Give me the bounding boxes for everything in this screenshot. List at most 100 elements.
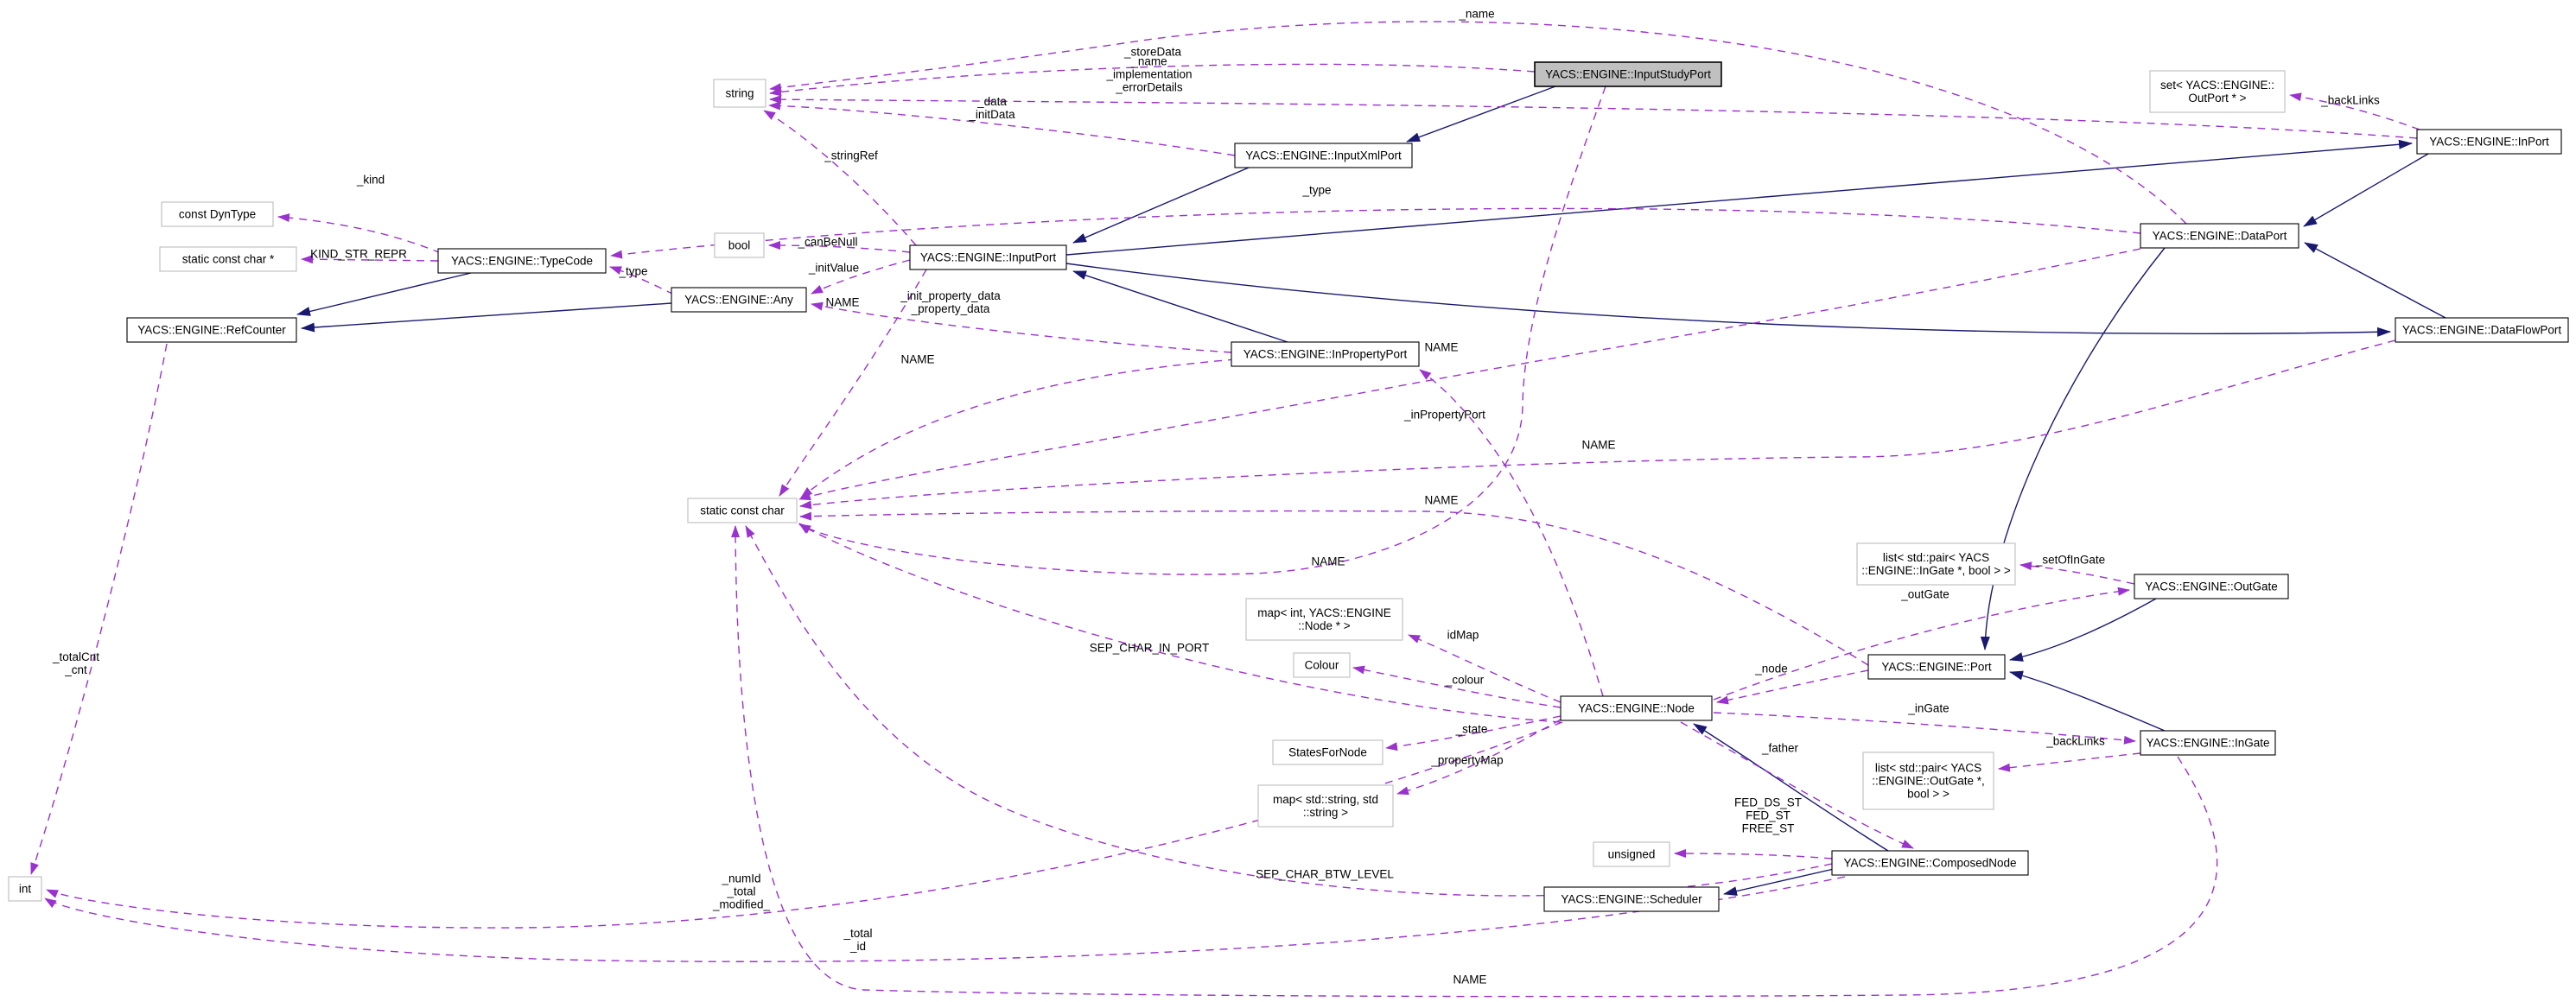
usage-edge-refcounter-cnt-to-int — [30, 343, 168, 875]
class-box-label-any: YACS::ENGINE::Any — [684, 294, 793, 307]
class-box-label-dataflowport: YACS::ENGINE::DataFlowPort — [2402, 324, 2562, 337]
usage-edge-inpropertyport-propertydata-to-any — [811, 301, 1232, 353]
class-box-label-map-int-node: map< int, YACS::ENGINE::Node * > — [1257, 606, 1390, 632]
class-box-input-xml-port[interactable]: YACS::ENGINE::InputXmlPort — [1234, 143, 1413, 168]
edge-label-node-ids-to-int: _numId_total_modified_ — [712, 872, 771, 911]
class-box-input-study-port[interactable]: YACS::ENGINE::InputStudyPort — [1534, 61, 1722, 87]
class-box-label-map-string-string: map< std::string, std::string > — [1273, 793, 1378, 819]
class-box-rect-map-int-node — [1245, 598, 1403, 641]
class-box-rect-list-ingate — [1856, 542, 2016, 586]
class-box-static-const-char: static const char — [687, 498, 798, 523]
usage-edge-node-propertymap-to-map — [1396, 719, 1562, 796]
class-box-rect-typecode[interactable] — [437, 248, 607, 274]
class-box-label-node: YACS::ENGINE::Node — [1578, 702, 1695, 715]
class-box-label-set-outport: set< YACS::ENGINE::OutPort * > — [2160, 79, 2274, 105]
edge-label-inputport-initvalue-to-any: _initValue — [808, 262, 859, 275]
usage-edge-typecode-kind-to-dyntype — [277, 213, 442, 254]
class-box-refcounter[interactable]: YACS::ENGINE::RefCounter — [126, 317, 297, 343]
inheritance-edge-inpropertyport-to-inputport — [1072, 270, 1288, 343]
class-box-label-ingate: YACS::ENGINE::InGate — [2146, 737, 2269, 750]
class-box-ingate[interactable]: YACS::ENGINE::InGate — [2140, 730, 2276, 756]
class-box-bool: bool — [714, 232, 765, 258]
edge-label-inport-members-to-string: _name_implementation_errorDetails — [1105, 55, 1192, 94]
class-box-outgate[interactable]: YACS::ENGINE::OutGate — [2134, 574, 2289, 599]
class-box-rect-scheduler[interactable] — [1543, 886, 1720, 912]
edge-label-typecode-kindstr-to-staticconstcharstar: KIND_STR_REPR — [310, 248, 407, 261]
usage-edge-port-node-to-node — [1716, 669, 1869, 705]
class-box-label-typecode: YACS::ENGINE::TypeCode — [451, 255, 593, 268]
edge-label-inputstudyport-name-to-scc: NAME — [1311, 555, 1345, 568]
class-box-rect-ingate[interactable] — [2140, 730, 2276, 756]
class-box-label-input-xml-port: YACS::ENGINE::InputXmlPort — [1245, 149, 1402, 162]
class-box-dataport[interactable]: YACS::ENGINE::DataPort — [2140, 223, 2299, 249]
class-box-rect-refcounter[interactable] — [126, 317, 297, 343]
class-box-const-dyntype: const DynType — [161, 201, 274, 227]
edge-label-inputport-name-to-scc: NAME — [825, 296, 859, 309]
class-box-port[interactable]: YACS::ENGINE::Port — [1867, 654, 2006, 680]
edge-label-typecode-kind-to-dyntype: _kind — [356, 174, 385, 187]
class-box-in-property-port[interactable]: YACS::ENGINE::InPropertyPort — [1231, 341, 1420, 367]
class-box-list-ingate: list< std::pair< YACS::ENGINE::InGate *,… — [1856, 542, 2016, 586]
class-box-rect-states-for-node — [1272, 739, 1383, 765]
edge-label-inputxmlport-data-to-string: _data_initData — [968, 95, 1015, 121]
class-box-rect-in-property-port[interactable] — [1231, 341, 1420, 367]
class-box-label-dataport: YACS::ENGINE::DataPort — [2153, 230, 2287, 243]
usage-edge-node-state-to-states — [1385, 715, 1562, 752]
class-box-typecode[interactable]: YACS::ENGINE::TypeCode — [437, 248, 607, 274]
inheritance-edge-dataport-to-port — [1980, 247, 2166, 650]
usage-edge-composednode-states-to-unsigned — [1674, 849, 1833, 859]
class-box-set-outport: set< YACS::ENGINE::OutPort * > — [2149, 70, 2286, 113]
class-box-inport[interactable]: YACS::ENGINE::InPort — [2416, 129, 2562, 155]
class-box-label-refcounter: YACS::ENGINE::RefCounter — [137, 324, 286, 337]
usage-edge-ingate-backlinks — [1998, 752, 2141, 772]
class-box-rect-outgate[interactable] — [2134, 574, 2289, 599]
usage-edge-port-name-to-scc — [799, 510, 1869, 666]
class-box-static-const-char-star: static const char * — [159, 246, 297, 272]
class-box-unsigned: unsigned — [1593, 841, 1670, 867]
class-box-composed-node[interactable]: YACS::ENGINE::ComposedNode — [1831, 850, 2029, 876]
class-box-rect-inport[interactable] — [2416, 129, 2562, 155]
inheritance-edge-inputport-to-dataflowport — [1065, 263, 2391, 337]
edge-label-dataport-name-to-string: _name — [1458, 8, 1494, 21]
usage-edge-dataport-type-to-typecode — [610, 207, 2141, 259]
class-box-rect-input-port[interactable] — [909, 244, 1067, 270]
class-box-label-colour: Colour — [1305, 659, 1339, 672]
edge-label-node-ingate: _inGate — [1907, 702, 1949, 715]
class-box-rect-const-dyntype — [161, 201, 274, 227]
class-box-rect-input-xml-port[interactable] — [1234, 143, 1413, 168]
edge-label-node-inpropertyport: _inPropertyPort — [1403, 409, 1485, 422]
class-box-rect-node[interactable] — [1560, 695, 1713, 721]
class-box-rect-composed-node[interactable] — [1831, 850, 2029, 876]
edge-label-node-father-to-composednode: _father — [1761, 742, 1799, 755]
usage-edge-node-father-to-composednode — [1680, 721, 1914, 849]
inheritance-edge-dataflowport-to-dataport — [2304, 242, 2446, 319]
usage-edge-node-colour-to-colour — [1352, 665, 1562, 708]
class-box-rect-dataport[interactable] — [2140, 223, 2299, 249]
usage-edge-inputport-stringref-to-string — [763, 110, 917, 246]
class-box-dataflowport[interactable]: YACS::ENGINE::DataFlowPort — [2395, 317, 2569, 343]
class-box-input-port[interactable]: YACS::ENGINE::InputPort — [909, 244, 1067, 270]
edge-label-node-sepchar-to-scc: SEP_CHAR_IN_PORT — [1090, 642, 1210, 655]
class-box-label-states-for-node: StatesForNode — [1288, 746, 1367, 759]
class-box-rect-any[interactable] — [671, 287, 807, 313]
class-box-rect-port[interactable] — [1867, 654, 2006, 680]
class-box-rect-input-study-port[interactable] — [1534, 61, 1722, 87]
edge-label-node-colour-to-colour: _colour — [1445, 674, 1485, 687]
class-box-scheduler[interactable]: YACS::ENGINE::Scheduler — [1543, 886, 1720, 912]
class-box-any[interactable]: YACS::ENGINE::Any — [671, 287, 807, 313]
class-box-string: string — [713, 79, 766, 108]
edge-label-inputport-stringref-to-string: _stringRef — [824, 149, 878, 162]
inheritance-edge-inputxmlport-to-inputport — [1072, 167, 1250, 244]
class-box-node[interactable]: YACS::ENGINE::Node — [1560, 695, 1713, 721]
usage-edge-inputport-name-to-scc — [779, 269, 927, 497]
edge-label-dataport-name-to-scc: NAME — [1424, 341, 1458, 354]
class-box-label-port: YACS::ENGINE::Port — [1881, 661, 1992, 674]
usage-edge-typecode-kindstr-to-staticconstcharstar — [301, 255, 439, 264]
inheritance-edge-inputstudyport-to-inputxmlport — [1406, 86, 1556, 143]
class-box-label-list-outgate: list< std::pair< YACS::ENGINE::OutGate *… — [1872, 762, 1985, 801]
class-box-map-int-node: map< int, YACS::ENGINE::Node * > — [1245, 598, 1403, 641]
class-box-label-string: string — [725, 87, 754, 100]
class-box-rect-dataflowport[interactable] — [2395, 317, 2569, 343]
class-box-rect-int — [8, 876, 42, 902]
